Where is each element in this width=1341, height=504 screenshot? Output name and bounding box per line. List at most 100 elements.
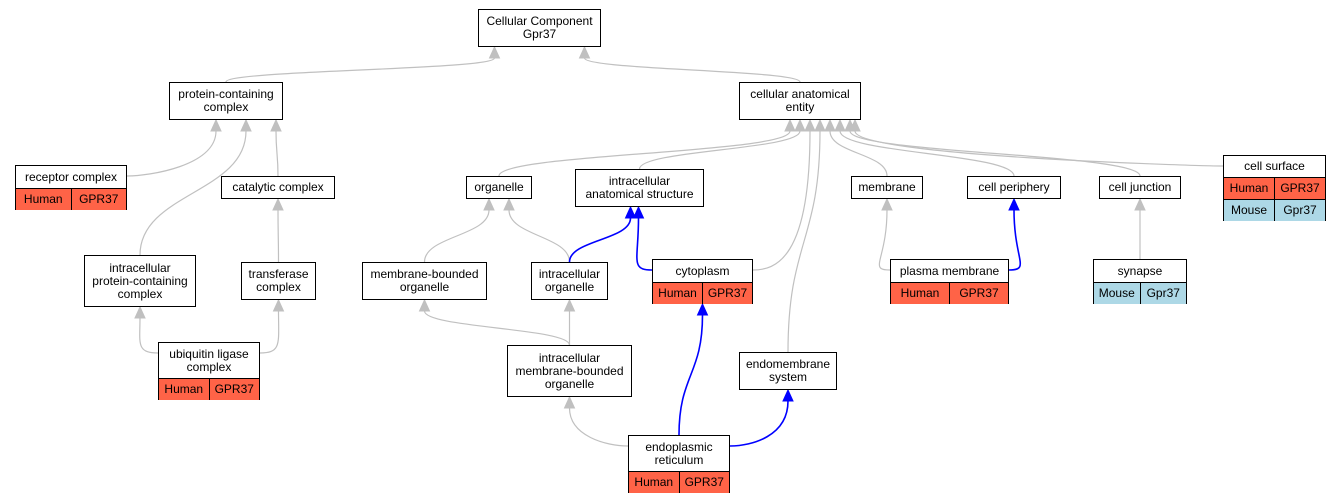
node-root[interactable]: Cellular Component Gpr37 [478, 9, 601, 47]
node-label-line: cytoplasm [675, 263, 730, 278]
node-organelle[interactable]: organelle [466, 176, 532, 199]
arrowhead-membrane_bounded_organelle-to-organelle [483, 197, 495, 211]
node-label-line: protein-containing [92, 273, 188, 288]
edge-er-to-endomembrane [729, 400, 789, 447]
gene-cell: GPR37 [70, 189, 126, 210]
node-label-line: intracellular [608, 174, 671, 188]
gene-cell: GPR37 [949, 283, 1008, 304]
node-intracellular-membrane-bounded-organelle[interactable]: intracellular membrane-bounded organelle [507, 345, 632, 397]
edge-cell_junction-to-cellular_entity [849, 130, 1141, 177]
node-plasma-membrane[interactable]: plasma membrane Human GPR37 [890, 259, 1009, 304]
arrowhead-er-to-intracellular_mbo [563, 395, 576, 409]
node-label-line: intracellular [109, 260, 171, 275]
annotation-row: Human GPR37 [1224, 177, 1325, 199]
node-label-line: membrane [858, 180, 916, 194]
node-label-line: intracellular [538, 267, 601, 281]
node-cytoplasm[interactable]: cytoplasm Human GPR37 [652, 259, 753, 304]
species-cell: Human [629, 472, 679, 493]
arrowhead-cytoplasm-to-cellular_entity [804, 118, 816, 132]
annotation-row: Human GPR37 [891, 282, 1008, 304]
arrowhead-intracellular_mbo-to-intracellular_organelle [563, 298, 576, 312]
arrowhead-membrane-to-cellular_entity [824, 118, 836, 132]
gene-cell: Gpr37 [1139, 283, 1186, 304]
species-cell: Human [16, 189, 71, 210]
node-catalytic-complex[interactable]: catalytic complex [221, 176, 335, 199]
node-label-line: Cellular Component [486, 14, 593, 28]
node-label-line: system [768, 370, 807, 384]
node-intracellular-organelle[interactable]: intracellular organelle [531, 262, 608, 300]
node-label-line: catalytic complex [232, 180, 324, 194]
node-membrane[interactable]: membrane [851, 176, 923, 199]
arrowhead-intracellular_organelle-to-intracellular_structure [624, 205, 637, 219]
node-intracellular-protein-containing-complex[interactable]: intracellular protein-containing complex [84, 255, 196, 307]
edge-membrane-to-cellular_entity [829, 130, 888, 177]
node-intracellular-anatomical-structure[interactable]: intracellular anatomical structure [575, 169, 704, 207]
edge-ubiquitin_ligase-to-intracellular_pcc [139, 317, 159, 354]
node-label-line: receptor complex [24, 169, 118, 184]
species-cell: Human [891, 283, 949, 304]
annotation-row: Human GPR37 [16, 188, 126, 210]
edge-er-to-intracellular_mbo [568, 407, 629, 447]
edge-cellular_entity-to-root [583, 57, 801, 83]
node-cellular-anatomical-entity[interactable]: cellular anatomical entity [739, 82, 861, 120]
edge-er-to-cytoplasm [678, 314, 704, 436]
node-label-line: entity [785, 100, 815, 114]
edge-receptor_complex-to-protein_complex [126, 130, 217, 177]
arrowhead-catalytic_complex-to-protein_complex [270, 118, 282, 132]
arrowhead-endomembrane-to-cellular_entity [814, 118, 826, 132]
arrowhead-er-to-cytoplasm [696, 302, 709, 316]
node-label-line: membrane-bounded [370, 267, 479, 281]
arrowhead-transferase_complex-to-catalytic_complex [272, 197, 284, 211]
node-receptor-complex[interactable]: receptor complex Human GPR37 [15, 165, 127, 210]
arrowhead-er-to-endomembrane [782, 388, 794, 402]
node-transferase-complex[interactable]: transferase complex [241, 262, 316, 300]
node-ubiquitin-ligase-complex[interactable]: ubiquitin ligase complex Human GPR37 [158, 342, 260, 400]
arrowhead-receptor_complex-to-protein_complex [210, 118, 222, 132]
arrowhead-organelle-to-cellular_entity [784, 118, 796, 132]
edge-cell_periphery-to-cellular_entity [839, 130, 1015, 177]
node-label-line: membrane-bounded [515, 363, 624, 378]
node-cell-periphery[interactable]: cell periphery [967, 176, 1061, 199]
node-label-line: endoplasmic [645, 439, 713, 454]
node-label-line: plasma membrane [899, 263, 1000, 278]
edge-catalytic_complex-to-protein_complex [275, 130, 279, 177]
edge-ubiquitin_ligase-to-transferase_complex [259, 310, 280, 354]
node-label-line: complex [117, 286, 163, 301]
node-label-line: organelle [399, 280, 450, 294]
edge-organelle-to-cellular_entity [498, 130, 791, 177]
node-label-line: cell junction [1108, 180, 1172, 194]
node-label-line: organelle [544, 280, 595, 294]
node-label-line: ubiquitin ligase [169, 346, 249, 361]
node-synapse[interactable]: synapse Mouse Gpr37 [1093, 259, 1187, 304]
edge-cell_surface-to-cellular_entity [854, 130, 1224, 167]
edge-plasma_membrane-to-cell_periphery [1008, 209, 1022, 271]
node-endomembrane-system[interactable]: endomembrane system [739, 352, 837, 390]
node-membrane-bounded-organelle[interactable]: membrane-bounded organelle [362, 262, 487, 300]
annotation-row: Human GPR37 [629, 471, 729, 493]
edge-intracellular_organelle-to-organelle [508, 209, 571, 263]
annotation-row: Mouse Gpr37 [1094, 282, 1186, 304]
node-cell-junction[interactable]: cell junction [1099, 176, 1181, 199]
edge-transferase_complex-to-catalytic_complex [277, 209, 280, 263]
edge-membrane_bounded_organelle-to-organelle [423, 209, 490, 263]
node-protein-containing-complex[interactable]: protein-containing complex [169, 82, 283, 120]
annotation-row: Human GPR37 [159, 378, 259, 400]
arrowhead-cell_surface-to-cellular_entity [849, 118, 861, 132]
arrowhead-plasma_membrane-to-membrane [881, 197, 893, 211]
gene-cell: Gpr37 [1274, 200, 1325, 221]
edge-protein_complex-to-root [225, 57, 496, 83]
annotation-row: Mouse Gpr37 [1224, 199, 1325, 221]
node-label-line: cell periphery [978, 180, 1050, 194]
arrowhead-cellular_entity-to-root [578, 45, 591, 59]
node-label-line: organelle [474, 180, 524, 194]
annotation-row: Human GPR37 [653, 282, 752, 304]
node-cell-surface[interactable]: cell surface Human GPR37 Mouse Gpr37 [1223, 155, 1326, 221]
node-label-line: cellular anatomical [750, 87, 850, 101]
species-cell: Human [1224, 178, 1274, 199]
node-endoplasmic-reticulum[interactable]: endoplasmic reticulum Human GPR37 [628, 435, 730, 493]
gene-cell: GPR37 [702, 283, 752, 304]
arrowhead-cell_periphery-to-cellular_entity [834, 118, 846, 132]
node-label-line: synapse [1117, 263, 1163, 278]
gene-cell: GPR37 [1274, 178, 1325, 199]
node-label-line: reticulum [654, 452, 704, 467]
